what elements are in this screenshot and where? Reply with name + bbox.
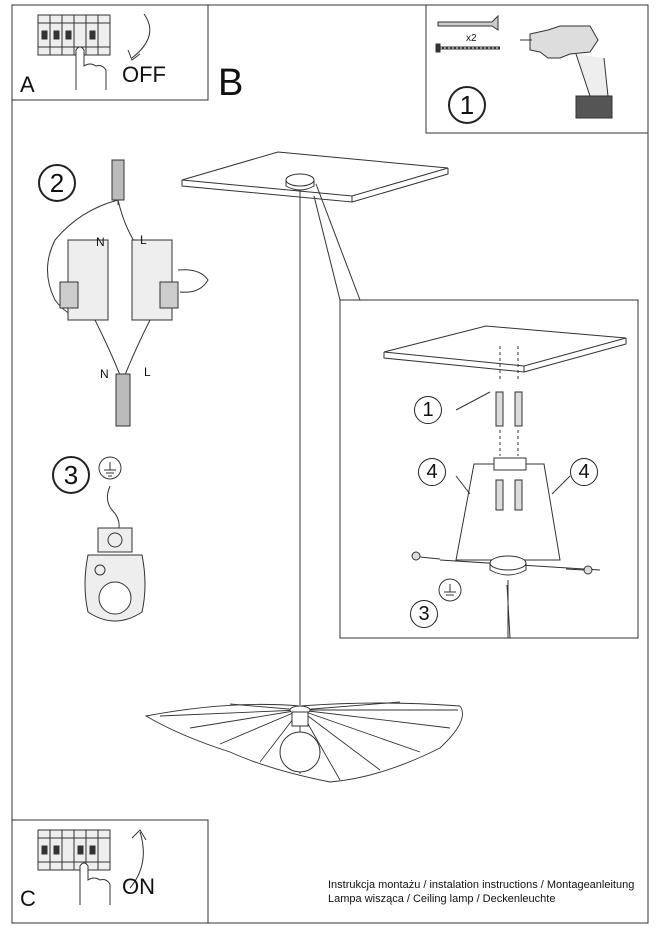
ground-terminal-icon: [84, 456, 146, 622]
detail-label-3: 3: [410, 600, 438, 628]
panel-a-letter: A: [20, 72, 35, 97]
footer-line-1: Instrukcja montażu / instalation instruc…: [328, 879, 635, 891]
wire-l-label: L: [140, 233, 147, 247]
detail-label-1: 1: [414, 396, 442, 424]
panel-b-letter: B: [218, 62, 244, 104]
page-frame: [11, 4, 649, 924]
panel-a-box: [11, 4, 209, 101]
wire-n-label-2: N: [100, 367, 109, 381]
footer-text: Instrukcja montażu / instalation instruc…: [328, 878, 634, 906]
panel-c-letter: C: [20, 886, 36, 911]
breaker-on-icon: [37, 829, 147, 905]
dowel-screw-icon: [435, 14, 500, 53]
detail-label-4a: 4: [418, 458, 446, 486]
ceiling-plate-icon: [181, 151, 511, 705]
tools-box: [425, 4, 649, 134]
panel-c-box: [11, 819, 209, 924]
breaker-off-icon: [37, 13, 151, 90]
wire-n-label: N: [96, 235, 105, 249]
detail-box: [339, 299, 639, 639]
dowel-qty: x2: [466, 33, 477, 44]
drill-icon: [520, 25, 613, 119]
detail-label-4b: 4: [570, 458, 598, 486]
wire-l-label-2: L: [144, 365, 151, 379]
step-2-badge: 2: [38, 164, 76, 202]
mounting-detail-icon: [383, 325, 627, 638]
step-1-badge: 1: [448, 86, 486, 124]
panel-a-state: OFF: [122, 62, 166, 87]
step-3-badge: 3: [52, 456, 90, 494]
footer-line-2: Lampa wisząca / Ceiling lamp / Deckenleu…: [328, 893, 556, 905]
panel-c-state: ON: [122, 874, 155, 899]
bulb-icon: [279, 711, 321, 773]
terminal-blocks-icon: [47, 159, 209, 427]
